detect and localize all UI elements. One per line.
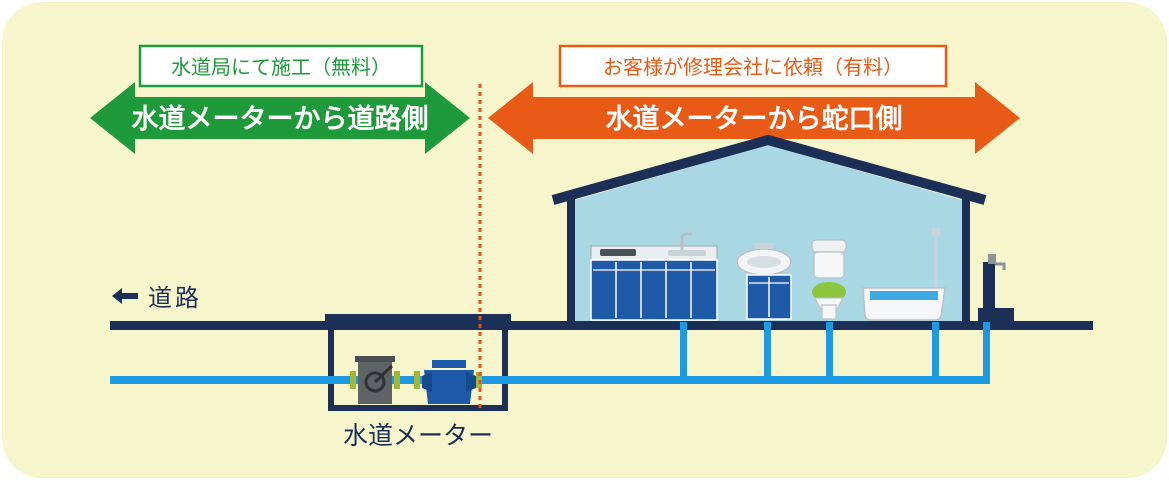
ground-line xyxy=(110,321,1093,330)
meter-box xyxy=(325,314,511,411)
bathtub-icon xyxy=(862,228,946,321)
left-arrow-icon xyxy=(112,288,138,304)
left-zone-tag: 水道局にて施工（無料） xyxy=(171,55,391,79)
washbasin-icon xyxy=(736,243,792,320)
toilet-icon xyxy=(811,239,847,320)
right-zone-tag: お客様が修理会社に依頼（有料） xyxy=(603,55,903,79)
house-roof xyxy=(551,134,987,205)
stop-valve-icon xyxy=(350,356,420,404)
left-zone-arrow-label: 水道メーターから道路側 xyxy=(132,103,429,135)
left-zone-double-arrow xyxy=(90,82,470,154)
main-pipe xyxy=(110,376,990,384)
left-zone: 水道局にて施工（無料） 水道メーターから道路側 xyxy=(90,44,470,154)
right-zone: お客様が修理会社に依頼（有料） 水道メーターから蛇口側 xyxy=(488,44,1020,154)
water-meter-icon xyxy=(422,360,482,404)
right-zone-double-arrow xyxy=(488,82,1020,154)
right-zone-arrow-label: 水道メーターから蛇口側 xyxy=(606,103,903,135)
outdoor-faucet-icon xyxy=(978,254,1014,322)
right-zone-tag-box xyxy=(558,44,948,88)
road-label-group: 道路 xyxy=(112,284,202,312)
kitchen-sink-icon xyxy=(590,232,718,321)
meter-label: 水道メーター xyxy=(343,421,493,450)
water-pipes xyxy=(110,322,990,384)
road-label: 道路 xyxy=(148,284,202,312)
left-zone-tag-box xyxy=(138,44,424,88)
